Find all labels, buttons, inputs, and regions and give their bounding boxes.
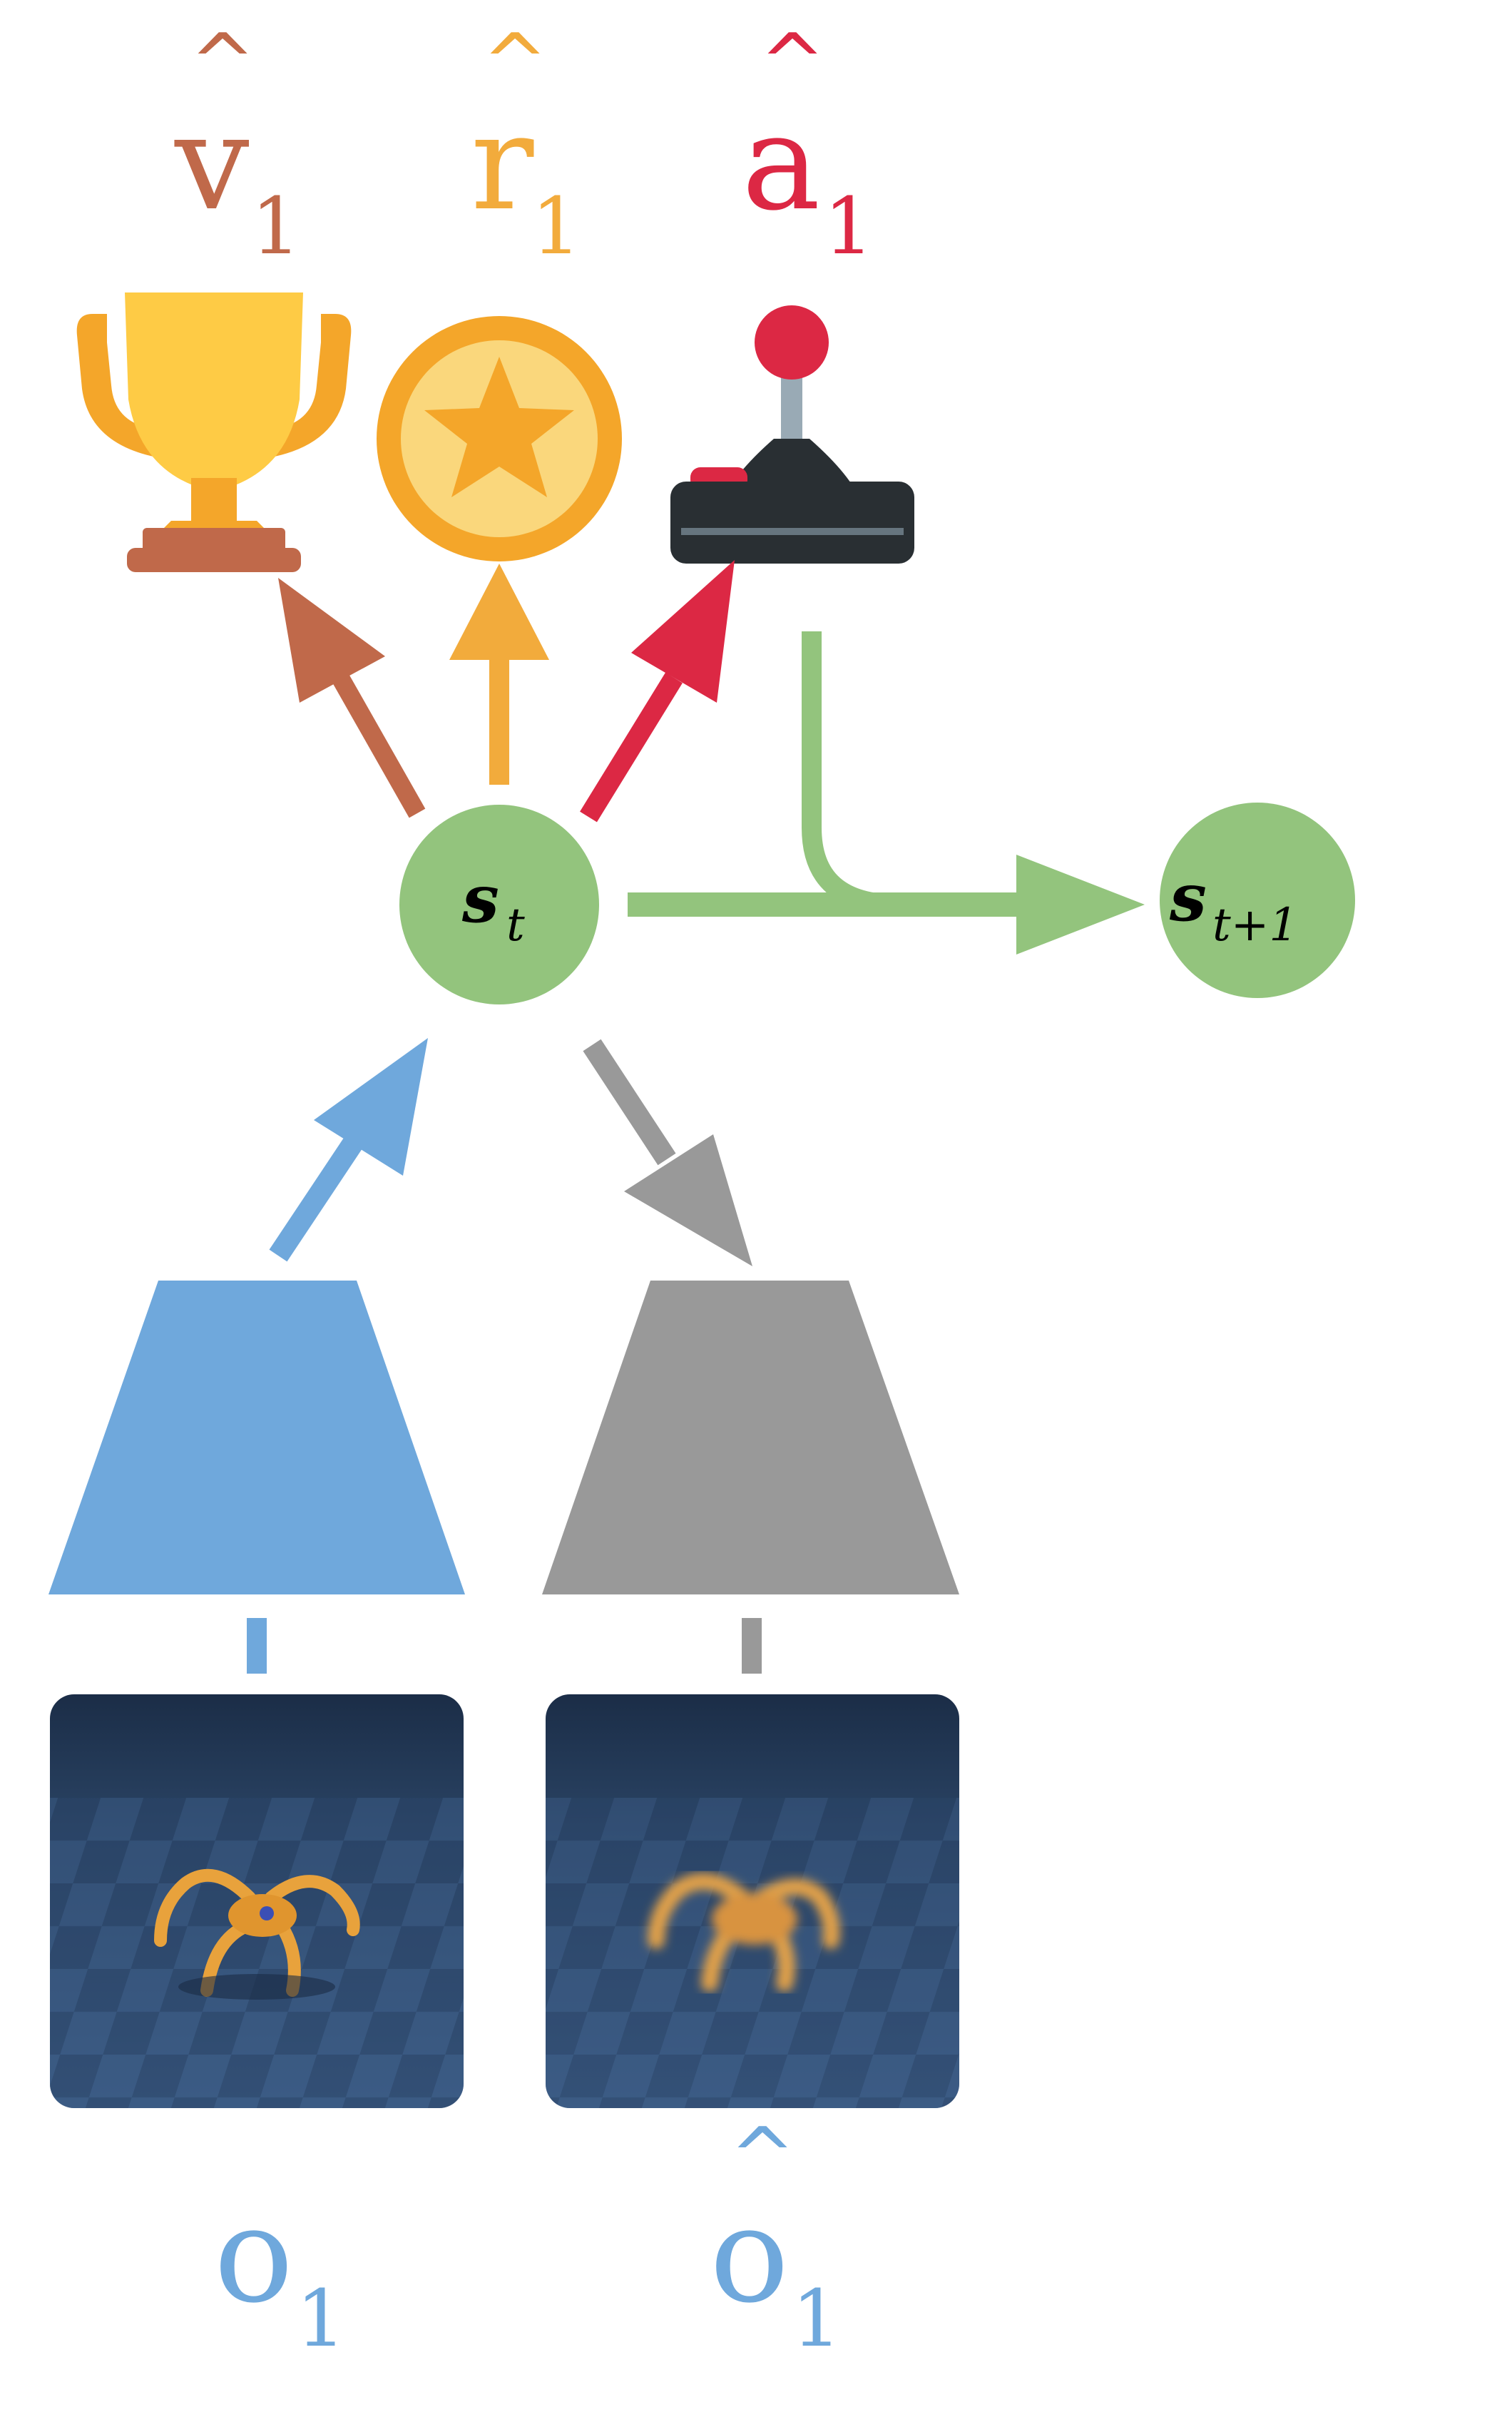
next-state-node: s t+1 bbox=[1160, 803, 1355, 998]
svg-text:s: s bbox=[1169, 859, 1207, 936]
svg-text:1: 1 bbox=[251, 180, 301, 272]
svg-text:1: 1 bbox=[824, 180, 874, 272]
svg-text:1: 1 bbox=[296, 2273, 346, 2364]
observation-image bbox=[50, 1694, 464, 2108]
svg-text:s: s bbox=[461, 860, 499, 937]
arrow-state-to-action bbox=[580, 560, 735, 823]
svg-text:v: v bbox=[174, 86, 250, 240]
arrow-state-to-reward bbox=[449, 564, 549, 785]
svg-text:t: t bbox=[506, 899, 525, 952]
arrow-encoder-to-state bbox=[269, 1038, 428, 1262]
value-label: v ^ 1 bbox=[174, 16, 301, 272]
svg-text:o: o bbox=[710, 2178, 789, 2332]
arrow-state-to-value bbox=[278, 578, 426, 818]
svg-text:^: ^ bbox=[760, 16, 825, 108]
svg-text:1: 1 bbox=[792, 2273, 842, 2364]
svg-text:t+1: t+1 bbox=[1212, 899, 1298, 952]
encoder-block bbox=[48, 1281, 465, 1594]
action-label: a ^ 1 bbox=[742, 16, 874, 272]
encoder-connector bbox=[247, 1618, 267, 1674]
svg-text:a: a bbox=[742, 86, 820, 240]
reconstruction-image bbox=[546, 1694, 959, 2108]
reconstruction-label: o ^ 1 bbox=[710, 2110, 842, 2364]
svg-text:r: r bbox=[471, 86, 534, 240]
decoder-block bbox=[542, 1281, 959, 1594]
state-node: s t bbox=[399, 805, 599, 1004]
joystick-icon bbox=[670, 305, 914, 564]
svg-text:^: ^ bbox=[482, 16, 548, 108]
observation-label: o 1 bbox=[214, 2178, 346, 2364]
svg-text:^: ^ bbox=[190, 16, 255, 108]
arrow-transition bbox=[628, 631, 1145, 955]
decoder-connector bbox=[742, 1618, 762, 1674]
svg-text:o: o bbox=[214, 2178, 293, 2332]
arrow-state-to-decoder bbox=[583, 1039, 752, 1266]
svg-text:1: 1 bbox=[531, 180, 581, 272]
reward-label: r ^ 1 bbox=[471, 16, 581, 272]
medal-icon bbox=[377, 316, 622, 561]
svg-text:^: ^ bbox=[730, 2110, 795, 2202]
trophy-icon bbox=[76, 292, 352, 572]
